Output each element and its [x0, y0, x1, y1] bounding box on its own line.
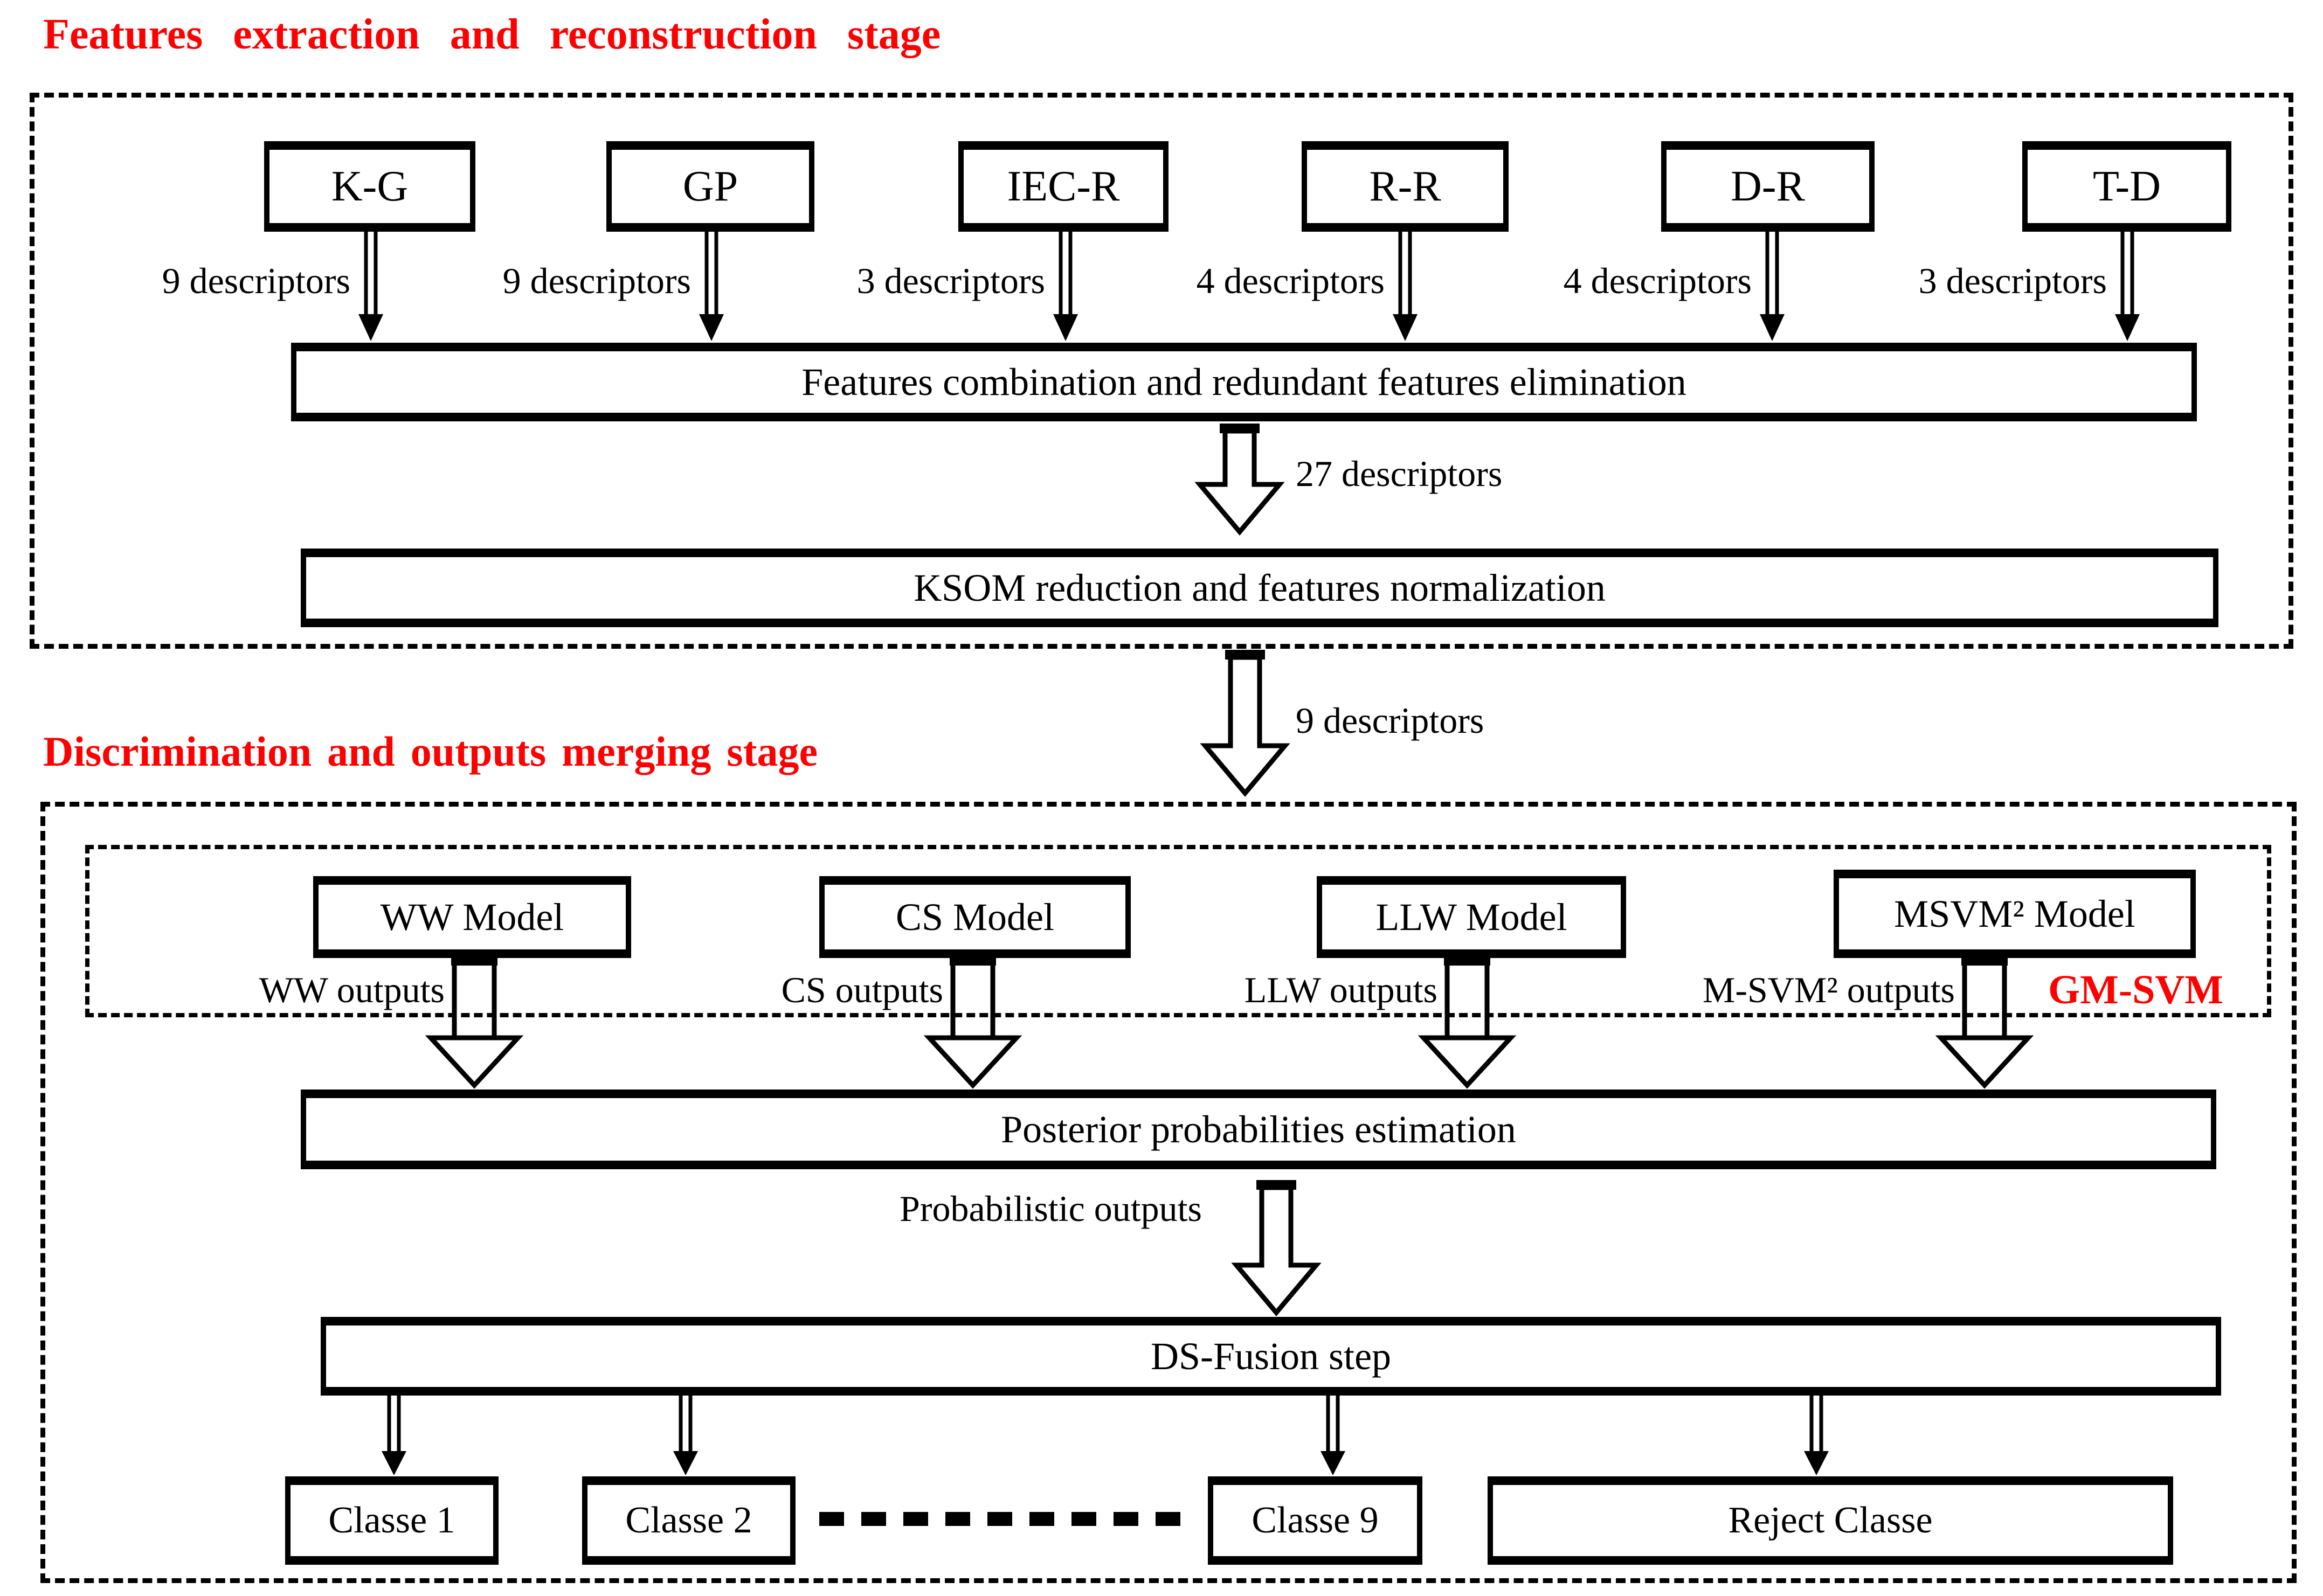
descriptor-count-label: 4 descriptors	[1196, 260, 1385, 301]
down-arrow-icon	[382, 1396, 406, 1475]
stage1-region	[30, 93, 2293, 649]
source-box-kg: K-G	[264, 141, 475, 232]
hollow-down-arrow-icon	[425, 957, 524, 1089]
ellipsis-dashes	[819, 1512, 1191, 1526]
combination-box: Features combination and redundant featu…	[291, 343, 2197, 421]
ksom-box: KSOM reduction and features normalizatio…	[301, 549, 2218, 627]
model-box-ww-label: WW Model	[380, 895, 564, 939]
hollow-down-arrow-icon	[1935, 957, 2034, 1089]
down-arrow-icon	[2115, 232, 2140, 341]
class-box-1: Classe 1	[285, 1476, 499, 1565]
down-arrow-icon	[1804, 1396, 1829, 1475]
source-box-dr: D-R	[1661, 141, 1875, 232]
down-arrow-icon	[673, 1396, 698, 1475]
class-box-9-label: Classe 9	[1252, 1500, 1379, 1541]
descriptor-count-label: 9 descriptors	[502, 260, 691, 301]
posterior-box-label: Posterior probabilities estimation	[1001, 1107, 1516, 1151]
reject-class-box-label: Reject Classe	[1728, 1500, 1933, 1541]
hollow-down-arrow-icon	[1418, 957, 1517, 1089]
source-box-td-label: T-D	[2093, 162, 2161, 210]
descriptor-count-label: 3 descriptors	[856, 260, 1045, 301]
model-box-llw-label: LLW Model	[1375, 895, 1567, 939]
block-down-arrow-icon	[1200, 650, 1290, 797]
down-arrow-icon	[1393, 232, 1418, 341]
source-box-gp-label: GP	[682, 162, 738, 210]
model-output-label-msvm2: M-SVM² outputs	[1702, 969, 1955, 1010]
class-box-2: Classe 2	[582, 1476, 796, 1565]
model-output-label-ww: WW outputs	[259, 969, 445, 1010]
class-box-2-label: Classe 2	[625, 1500, 752, 1541]
down-arrow-icon	[1760, 232, 1785, 341]
down-arrow-icon	[1053, 232, 1078, 341]
class-box-1-label: Classe 1	[328, 1500, 455, 1541]
ksom-box-label: KSOM reduction and features normalizatio…	[914, 566, 1606, 609]
model-box-msvm2: MSVM² Model	[1834, 870, 2196, 958]
stage2-region	[40, 802, 2297, 1583]
source-box-rr: R-R	[1302, 141, 1509, 232]
fusion-box: DS-Fusion step	[321, 1317, 2221, 1396]
descriptor-count-label: 9 descriptors	[162, 260, 350, 301]
down-arrow-icon	[699, 232, 724, 341]
combination-box-label: Features combination and redundant featu…	[801, 360, 1686, 404]
model-box-cs: CS Model	[819, 876, 1131, 958]
model-output-label-llw: LLW outputs	[1244, 969, 1437, 1010]
combination-output-label: 27 descriptors	[1296, 453, 1503, 494]
source-box-kg-label: K-G	[331, 162, 409, 210]
down-arrow-icon	[1320, 1396, 1345, 1475]
model-box-cs-label: CS Model	[895, 895, 1055, 939]
source-box-dr-label: D-R	[1731, 162, 1805, 210]
source-box-rr-label: R-R	[1369, 162, 1441, 210]
source-box-td: T-D	[2022, 141, 2231, 232]
source-box-gp: GP	[606, 141, 814, 232]
model-box-llw: LLW Model	[1317, 876, 1626, 958]
source-box-iecr-label: IEC-R	[1007, 162, 1120, 210]
stage1-title: Features extraction and reconstruction s…	[43, 11, 941, 58]
model-output-label-cs: CS outputs	[781, 969, 943, 1010]
block-down-arrow-icon	[1194, 424, 1285, 536]
reject-class-box: Reject Classe	[1488, 1476, 2173, 1565]
model-box-ww: WW Model	[313, 876, 631, 958]
fusion-box-label: DS-Fusion step	[1150, 1334, 1392, 1378]
block-down-arrow-icon	[1231, 1180, 1322, 1316]
model-box-msvm2-label: MSVM² Model	[1894, 892, 2135, 935]
source-box-iecr: IEC-R	[958, 141, 1169, 232]
stage2-title: Discrimination and outputs merging stage	[43, 728, 818, 775]
posterior-box: Posterior probabilities estimation	[301, 1090, 2216, 1169]
gm-svm-label: GM-SVM	[2048, 967, 2224, 1012]
class-box-9: Classe 9	[1208, 1476, 1422, 1565]
descriptor-count-label: 4 descriptors	[1563, 260, 1752, 301]
ksom-output-label: 9 descriptors	[1296, 700, 1484, 741]
descriptor-count-label: 3 descriptors	[1918, 260, 2107, 301]
gm-svm-group-region	[85, 845, 2271, 1017]
hollow-down-arrow-icon	[923, 957, 1022, 1089]
down-arrow-icon	[358, 232, 383, 341]
posterior-output-label: Probabilistic outputs	[900, 1188, 1202, 1229]
